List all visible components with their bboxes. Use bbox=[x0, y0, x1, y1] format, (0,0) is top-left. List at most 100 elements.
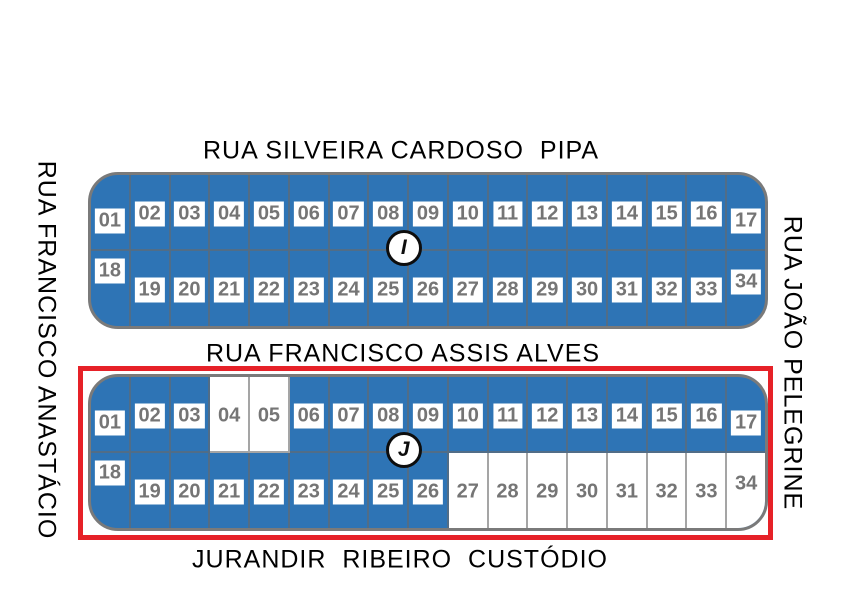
lot-I-02: 02 bbox=[130, 175, 171, 251]
lot-number: 27 bbox=[452, 277, 483, 303]
lot-number: 05 bbox=[253, 201, 285, 227]
lot-I-04: 04 bbox=[210, 175, 251, 251]
lot-I-14: 14 bbox=[607, 175, 648, 251]
lot-I-09: 09 bbox=[409, 175, 449, 251]
lot-I-05: 05 bbox=[250, 175, 290, 251]
lot-I-11: 11 bbox=[488, 175, 529, 251]
lot-number: 15 bbox=[651, 403, 682, 429]
lot-I-22: 22 bbox=[250, 250, 290, 326]
lot-J-10: 10 bbox=[448, 377, 489, 453]
lot-number: 06 bbox=[293, 201, 324, 227]
lot-number: 28 bbox=[492, 277, 523, 303]
lot-number: 21 bbox=[214, 479, 245, 505]
selected-block-outline bbox=[78, 366, 773, 540]
lot-number: 01 bbox=[94, 208, 125, 234]
lot-number: 16 bbox=[691, 201, 722, 227]
lot-J-24: 24 bbox=[330, 452, 370, 528]
lot-J-08: 08 bbox=[369, 377, 410, 453]
lot-J-32-vacant: 32 bbox=[647, 452, 688, 528]
lot-number: 33 bbox=[691, 479, 722, 505]
lot-number: 26 bbox=[412, 479, 444, 505]
lot-number: 20 bbox=[174, 277, 205, 303]
lot-number: 19 bbox=[134, 277, 165, 303]
lot-number: 33 bbox=[691, 277, 722, 303]
lot-number: 07 bbox=[333, 201, 364, 227]
lot-J-19: 19 bbox=[131, 452, 171, 528]
lot-J-29-vacant: 29 bbox=[528, 452, 569, 528]
lot-I-21: 21 bbox=[210, 250, 251, 326]
lot-number: 11 bbox=[492, 201, 523, 227]
lot-I-25: 25 bbox=[369, 250, 410, 326]
lot-I-10: 10 bbox=[448, 175, 489, 251]
lot-J-26: 26 bbox=[409, 452, 449, 528]
lot-number: 25 bbox=[373, 479, 404, 505]
lot-number: 08 bbox=[373, 201, 404, 227]
lot-number: 09 bbox=[412, 201, 444, 227]
lot-I-06: 06 bbox=[289, 175, 330, 251]
lot-number: 09 bbox=[412, 403, 444, 429]
lot-number: 03 bbox=[174, 403, 205, 429]
lot-I-32: 32 bbox=[648, 250, 688, 326]
lot-number: 06 bbox=[293, 403, 324, 429]
lot-J-03: 03 bbox=[170, 377, 211, 453]
lot-number: 17 bbox=[731, 410, 762, 436]
lot-number: 34 bbox=[731, 269, 762, 295]
lot-number: 01 bbox=[94, 410, 125, 436]
lot-I-18: 18 bbox=[91, 250, 131, 326]
lot-J-14: 14 bbox=[607, 377, 648, 453]
lot-I-31: 31 bbox=[608, 250, 648, 326]
lot-number: 08 bbox=[373, 403, 404, 429]
lot-number: 29 bbox=[532, 277, 563, 303]
lot-number: 20 bbox=[174, 479, 205, 505]
lot-J-11: 11 bbox=[488, 377, 529, 453]
lot-I-23: 23 bbox=[290, 250, 330, 326]
lot-number: 22 bbox=[253, 277, 285, 303]
lot-I-13: 13 bbox=[568, 175, 608, 251]
lot-number: 18 bbox=[94, 460, 125, 486]
lot-number: 24 bbox=[333, 479, 364, 505]
lot-number: 11 bbox=[492, 403, 523, 429]
lot-number: 04 bbox=[214, 201, 245, 227]
lot-J-07: 07 bbox=[329, 377, 370, 453]
lot-number: 24 bbox=[333, 277, 364, 303]
lot-number: 25 bbox=[373, 277, 404, 303]
lot-I-19: 19 bbox=[131, 250, 171, 326]
lot-J-20: 20 bbox=[171, 452, 211, 528]
lot-number: 19 bbox=[134, 479, 165, 505]
lot-number: 12 bbox=[532, 403, 563, 429]
lot-number: 02 bbox=[134, 403, 165, 429]
lot-number: 14 bbox=[611, 403, 642, 429]
lot-I-33: 33 bbox=[687, 250, 728, 326]
lot-number: 03 bbox=[174, 201, 205, 227]
lot-number: 02 bbox=[134, 201, 165, 227]
lot-J-01: 01 bbox=[91, 377, 131, 453]
lot-number: 17 bbox=[731, 208, 762, 234]
lot-number: 13 bbox=[571, 403, 603, 429]
lot-J-18: 18 bbox=[91, 452, 131, 528]
lot-I-26: 26 bbox=[409, 250, 449, 326]
street-name-top: RUA SILVEIRA CARDOSO PIPA bbox=[202, 136, 600, 165]
lot-J-16: 16 bbox=[687, 377, 728, 453]
lot-I-34: 34 bbox=[727, 251, 765, 327]
lot-I-03: 03 bbox=[170, 175, 211, 251]
street-name-left: RUA FRANCISCO ANASTÁCIO bbox=[32, 160, 61, 540]
lot-I-27: 27 bbox=[449, 250, 489, 326]
lot-I-16: 16 bbox=[687, 175, 728, 251]
lot-J-28-vacant: 28 bbox=[488, 452, 529, 528]
lot-number: 29 bbox=[532, 479, 563, 505]
lot-I-07: 07 bbox=[329, 175, 370, 251]
lot-J-13: 13 bbox=[568, 377, 608, 453]
lot-J-12: 12 bbox=[528, 377, 569, 453]
lot-number: 05 bbox=[253, 403, 285, 429]
lot-J-27-vacant: 27 bbox=[448, 452, 489, 528]
lot-number: 10 bbox=[452, 403, 483, 429]
lot-number: 23 bbox=[293, 277, 324, 303]
lot-I-12: 12 bbox=[528, 175, 569, 251]
lot-number: 04 bbox=[214, 403, 245, 429]
lot-number: 21 bbox=[214, 277, 245, 303]
